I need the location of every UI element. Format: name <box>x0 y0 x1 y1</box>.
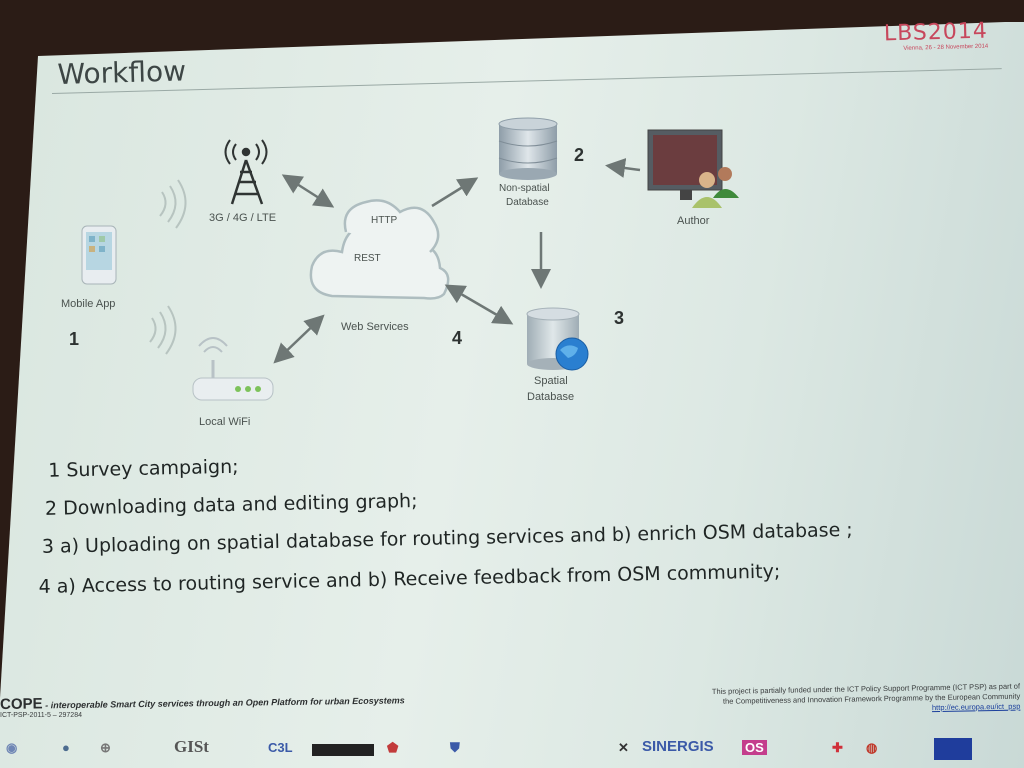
workflow-diagram <box>81 117 739 401</box>
tower-label: 3G / 4G / LTE <box>209 212 277 224</box>
non-spatial-label-2: Database <box>506 197 549 208</box>
eu-flag-icon <box>934 738 972 760</box>
wifi-label: Local WiFi <box>199 416 251 428</box>
cross-logo-icon: ✕ <box>618 740 629 755</box>
step-number-4: 4 <box>452 328 463 348</box>
mobile-phone-icon <box>81 225 117 285</box>
step-number-3: 3 <box>614 308 625 328</box>
cloud-rest-label: REST <box>354 253 381 264</box>
cell-tower-icon <box>224 139 268 205</box>
partner-logo-bar-icon <box>312 744 374 756</box>
arrow-wifi-cloud <box>273 314 325 364</box>
crest-logo-icon: ⬟ <box>387 740 399 755</box>
partner-logo-sinergis: SINERGIS <box>642 738 714 755</box>
cloud-icon <box>309 199 450 300</box>
wireless-waves-icon <box>149 179 187 355</box>
spatial-database-icon <box>526 307 589 371</box>
arrow-tower-cloud <box>281 174 335 208</box>
globe-logo-icon: ● <box>62 740 70 755</box>
web-services-label: Web Services <box>341 321 409 333</box>
g-logo-icon: ⊕ <box>100 740 111 755</box>
project-name: COPE <box>0 695 43 713</box>
shield-logo-icon: ⛊ <box>450 740 460 755</box>
arrow-cloud-nonspatial <box>431 177 479 208</box>
non-spatial-database-icon <box>498 117 558 180</box>
author-label: Author <box>677 215 710 227</box>
arrow-author-nonspatial <box>605 158 641 178</box>
round-logo-icon: ◍ <box>866 740 878 755</box>
red-cross-logo-icon: ✚ <box>832 740 843 755</box>
step-number-1: 1 <box>69 329 80 349</box>
step-number-2: 2 <box>574 145 585 165</box>
spatial-label-1: Spatial <box>534 375 568 387</box>
partner-logo-os: OS <box>742 740 767 755</box>
partner-logo-c3l: C3L <box>268 740 293 755</box>
partner-logo-gist: GISt <box>174 737 209 756</box>
spatial-label-2: Database <box>527 391 575 403</box>
cloud-http-label: HTTP <box>371 215 398 226</box>
author-workstation-icon <box>647 129 739 208</box>
connector-arrows <box>273 158 641 364</box>
wifi-router-icon <box>192 337 274 401</box>
mobile-app-label: Mobile App <box>61 298 116 310</box>
arrow-cloud-spatial <box>444 284 514 325</box>
step-1-text: 1 Survey campaign; <box>47 455 239 482</box>
partner-logos-bar: ◉ ● ⊕ GISt C3L ⬟ ⛊ ✕ SINERGIS OS ✚ ◍ <box>0 736 1024 764</box>
non-spatial-label-1: Non-spatial <box>499 183 550 194</box>
partner-logo-icon: ◉ <box>6 740 18 755</box>
project-id: ICT-PSP-2011-5 – 297284 <box>0 712 82 719</box>
